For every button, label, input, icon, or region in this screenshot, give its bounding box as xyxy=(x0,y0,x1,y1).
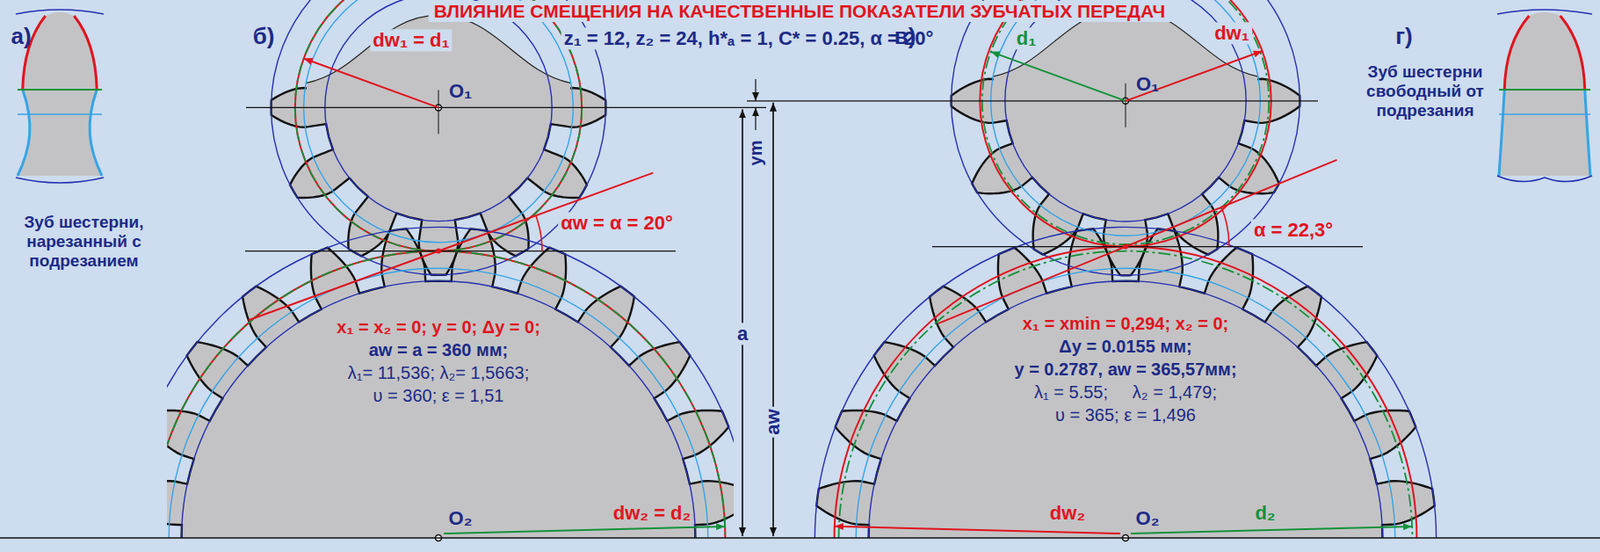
gear-circle xyxy=(168,267,708,538)
dimension-line xyxy=(754,79,756,102)
gear-circle xyxy=(991,0,1261,236)
diameter-leader xyxy=(304,57,439,108)
pinion-hub xyxy=(306,14,571,101)
gear-circle xyxy=(951,0,1301,276)
pinion xyxy=(951,72,1301,276)
angle-arc xyxy=(535,215,543,251)
diameter-leader xyxy=(443,526,725,534)
centre-line xyxy=(246,107,767,109)
diameter-label: d₁ xyxy=(1013,27,1040,50)
centre-label: O₂ xyxy=(1136,506,1160,529)
gear-circle xyxy=(839,251,1413,538)
parameter-line: λ₁ = 5.55; λ₂ = 1,479; xyxy=(1034,382,1217,403)
centre-label: O₁ xyxy=(1136,72,1159,95)
pressure-line xyxy=(248,173,653,321)
parameter-line: y = 0.2787, aw = 365,57мм; xyxy=(1013,359,1237,380)
caption-note: Зуб шестерни свободный от подрезания xyxy=(1359,62,1492,121)
angle-label: α = 22,3° xyxy=(1251,218,1336,241)
gear-circle xyxy=(166,251,725,538)
gear-circle xyxy=(834,246,1418,538)
gear-wheel xyxy=(166,228,734,538)
centre-label: O₁ xyxy=(448,79,472,102)
gear-circle xyxy=(295,0,582,252)
dimension-label: a xyxy=(734,322,751,345)
pitch-point xyxy=(1122,244,1129,250)
gear-pair xyxy=(814,0,1436,538)
gear-circle xyxy=(1005,0,1246,222)
dimension-label: ym xyxy=(745,137,767,169)
diameter-leader xyxy=(991,51,1126,102)
gear-circle xyxy=(855,267,1395,538)
panel-letter: б) xyxy=(253,23,276,51)
diameter-label: dw₁ xyxy=(1211,21,1253,44)
panel-letter: в) xyxy=(894,23,917,51)
pinion xyxy=(271,79,607,276)
pitch-line xyxy=(245,250,676,252)
diameter-leader xyxy=(1130,526,1412,534)
pressure-line xyxy=(938,159,1337,324)
axis-line xyxy=(1125,83,1127,128)
gear-circle xyxy=(979,0,1271,247)
parameter-line: aw = a = 360 мм; xyxy=(369,340,509,361)
pinion-hub-outline xyxy=(306,14,571,83)
angle-label: αw = α = 20° xyxy=(557,211,676,234)
pitch-point xyxy=(435,248,442,254)
axis-line xyxy=(438,89,440,134)
panel-letter: г) xyxy=(1395,23,1413,51)
caption-note: Зуб шестерни, нарезанный с подрезанием xyxy=(2,212,166,271)
diameter-leader xyxy=(1125,50,1263,102)
dimension-line xyxy=(754,107,756,131)
parameter-line: υ = 365; ε = 1,496 xyxy=(1055,405,1196,426)
diameter-label: dw₂ = d₂ xyxy=(613,501,692,524)
title: ВЛИЯНИЕ СМЕЩЕНИЯ НА КАЧЕСТВЕННЫЕ ПОКАЗАТ… xyxy=(428,0,1172,22)
gear-circle xyxy=(304,0,574,243)
parameter-line: λ₁= 11,536; λ₂= 1,5663; xyxy=(347,362,530,384)
tooth-inset xyxy=(1497,9,1593,182)
parameter-line: x₁ = x₂ = 0; y = 0; Δy = 0; xyxy=(336,317,541,338)
gear-circle xyxy=(271,0,607,276)
diameter-label: dw₁ = d₁ xyxy=(369,28,452,51)
gear-pair xyxy=(166,0,734,538)
parameter-line: z₁ = 12, z₂ = 24, h*ₐ = 1, C* = 0.25, α … xyxy=(561,27,937,50)
centre-label: O₂ xyxy=(448,506,473,529)
diameter-leader xyxy=(834,526,1121,534)
centre-line xyxy=(746,100,1318,102)
diameter-label: d₂ xyxy=(1254,501,1275,524)
gear-circle xyxy=(166,251,725,538)
parameter-line: Δy = 0.0155 мм; xyxy=(1058,336,1192,357)
angle-arc xyxy=(1221,207,1230,247)
gear-circle xyxy=(325,0,552,222)
gear-circle xyxy=(295,0,582,252)
gear-circle xyxy=(181,281,696,538)
dimension-line xyxy=(772,102,774,536)
gear-circle xyxy=(982,0,1269,245)
parameter-line: υ = 360; ε = 1,51 xyxy=(373,385,505,406)
pitch-line xyxy=(932,246,1363,247)
diameter-label: dw₂ xyxy=(1049,501,1086,524)
dimension-line xyxy=(772,102,774,536)
base-line xyxy=(0,536,1600,539)
panel-letter: а) xyxy=(10,23,31,51)
dimension-label: aw xyxy=(761,405,784,437)
gear-circle xyxy=(814,226,1436,538)
gear-circle xyxy=(166,226,734,538)
parameter-line: x₁ = xmin = 0,294; x₂ = 0; xyxy=(1022,313,1230,334)
